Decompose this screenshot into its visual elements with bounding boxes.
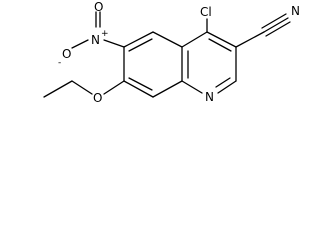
- chlorine-label: Cl: [200, 5, 212, 19]
- bond-c4-c3-double: [208, 38, 232, 52]
- bond-n1-c8a: [181, 80, 203, 94]
- bond-c4a-c5: [152, 31, 183, 48]
- chemical-structure-diagram: Cl N N N + O O - O: [43, 0, 300, 105]
- bond-c3-cn: [235, 31, 265, 48]
- triple-bond-2: [261, 13, 287, 29]
- bond-c2-n1: [217, 80, 237, 94]
- bond-c4-c4a: [181, 31, 208, 48]
- ring-nitrogen-label: N: [205, 90, 214, 104]
- ether-oxygen-label: O: [93, 91, 102, 105]
- bond-c8-c8a: [152, 80, 183, 98]
- nitro-nitrogen-label: N: [91, 33, 100, 47]
- bond-c2-n1-double: [215, 77, 231, 88]
- bond-c7-c8: [123, 80, 154, 98]
- bond-c6-nitro: [103, 39, 125, 48]
- bond-c5-c6: [123, 31, 154, 48]
- atom-labels: Cl N N N + O O - O: [58, 0, 300, 105]
- triple-bond-3: [265, 21, 291, 37]
- nitro-charge-minus-label: -: [58, 58, 61, 68]
- nitro-oxygen-top-label: O: [94, 0, 103, 14]
- bond-c5-c6-inner: [128, 38, 153, 52]
- nitro-oxygen-left-label: O: [62, 47, 71, 61]
- bond-ch2-ch3: [43, 80, 73, 98]
- bond-o-ch2: [71, 80, 93, 95]
- bond-lines: [43, 11, 291, 98]
- bond-c4-c3: [206, 31, 237, 48]
- triple-bond-1: [263, 17, 289, 33]
- nitrile-nitrogen-label: N: [291, 4, 300, 18]
- bond-c7-o: [103, 80, 125, 95]
- nitro-charge-plus-label: +: [101, 29, 109, 39]
- bond-c7-c8-inner: [128, 77, 153, 91]
- bond-nitro-o-left: [71, 39, 89, 49]
